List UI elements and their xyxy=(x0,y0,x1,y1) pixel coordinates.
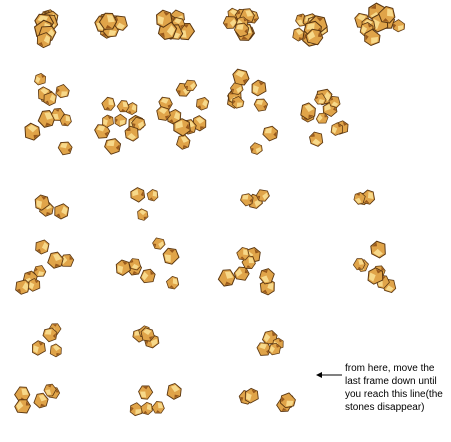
debris-rock xyxy=(115,259,131,276)
debris-rock xyxy=(32,340,46,356)
debris-rock xyxy=(255,189,270,202)
debris-rock xyxy=(166,382,182,400)
debris-rock xyxy=(378,5,396,24)
debris-rock xyxy=(279,392,296,409)
debris-rock xyxy=(33,392,49,409)
debris-rock xyxy=(249,142,263,155)
debris-rock xyxy=(196,97,210,111)
debris-rock xyxy=(101,96,116,111)
debris-rock xyxy=(364,28,381,47)
debris-rock xyxy=(36,32,52,49)
debris-rock xyxy=(51,107,65,121)
debris-rock xyxy=(139,268,156,284)
debris-rock xyxy=(300,102,316,121)
debris-rock xyxy=(116,100,130,113)
debris-rock xyxy=(137,208,149,221)
debris-rock xyxy=(166,275,180,290)
debris-rock xyxy=(129,402,144,417)
debris-rock xyxy=(57,141,73,156)
debris-rock xyxy=(151,400,165,414)
debris-rock xyxy=(233,266,250,281)
debris-rock xyxy=(240,193,254,207)
debris-rock xyxy=(330,122,343,136)
debris-rock xyxy=(253,98,269,112)
debris-rock xyxy=(128,258,141,271)
debris-rock xyxy=(152,237,166,250)
debris-rock xyxy=(140,401,153,416)
debris-rock xyxy=(156,9,173,28)
debris-rock xyxy=(251,79,267,97)
debris-rock xyxy=(143,333,160,349)
debris-rock xyxy=(233,22,250,38)
left-arrow-icon xyxy=(316,366,342,378)
debris-rock xyxy=(392,19,406,33)
debris-rock xyxy=(259,268,275,285)
debris-rock xyxy=(217,269,236,287)
debris-rock xyxy=(102,114,114,128)
debris-rock xyxy=(43,91,57,106)
debris-rock xyxy=(315,112,329,124)
debris-rock xyxy=(94,124,111,139)
debris-rock xyxy=(47,251,64,269)
debris-rock xyxy=(14,399,32,414)
debris-rock xyxy=(328,96,341,108)
debris-rock xyxy=(367,267,384,285)
debris-rock xyxy=(55,84,70,99)
debris-rock xyxy=(146,189,159,202)
debris-rock xyxy=(138,385,154,400)
debris-rock xyxy=(305,28,324,46)
debris-rock xyxy=(124,125,139,142)
debris-rock xyxy=(231,95,245,109)
debris-rock xyxy=(35,239,50,255)
debris-rock xyxy=(104,138,122,155)
debris-rock xyxy=(130,187,146,203)
debris-rock xyxy=(230,82,244,95)
debris-rock xyxy=(140,327,155,342)
debris-rock xyxy=(352,258,366,271)
debris-rock xyxy=(370,240,386,259)
debris-rock xyxy=(34,72,47,86)
debris-rock xyxy=(183,79,198,92)
debris-rock xyxy=(49,343,62,358)
debris-rock xyxy=(98,12,118,30)
debris-rock xyxy=(34,194,50,211)
debris-rock xyxy=(15,279,31,295)
debris-rock xyxy=(262,125,279,142)
debris-rock xyxy=(27,278,41,292)
debris-rock xyxy=(244,387,259,404)
debris-rock xyxy=(309,131,324,147)
debris-rock xyxy=(43,383,57,397)
instruction-note: from here, move the last frame down unti… xyxy=(345,363,443,413)
debris-rock xyxy=(114,113,127,127)
debris-rock xyxy=(162,247,180,265)
debris-rock xyxy=(33,265,47,277)
debris-rock xyxy=(54,203,70,220)
debris-rock xyxy=(314,93,327,105)
debris-rock xyxy=(37,109,56,128)
debris-rock xyxy=(156,106,171,121)
debris-rock xyxy=(268,342,281,356)
debris-rock xyxy=(353,191,366,205)
debris-rock xyxy=(42,327,58,343)
debris-rock xyxy=(24,122,41,141)
debris-rock xyxy=(236,247,250,261)
debris-rock xyxy=(131,116,146,131)
debris-rock xyxy=(173,118,191,137)
